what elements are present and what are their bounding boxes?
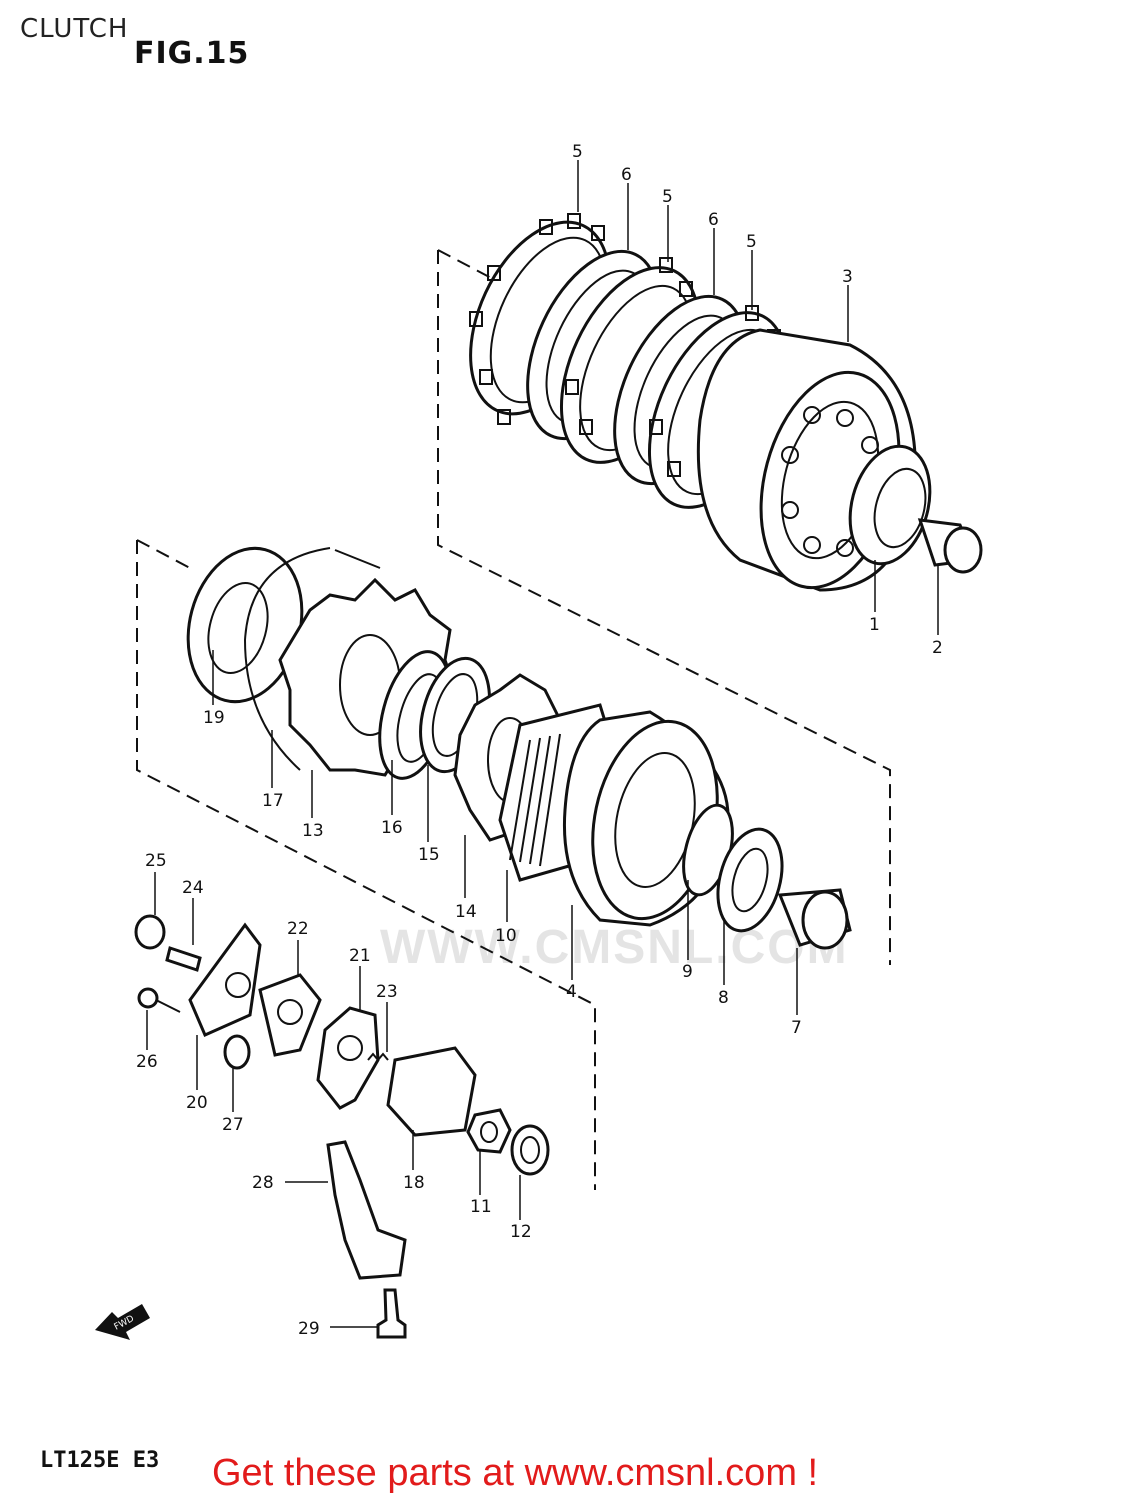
callout-14: 14 [455,902,477,922]
callout-7: 7 [791,1018,802,1038]
plate-20 [188,922,262,1037]
nut-11 [466,1108,512,1154]
callout-numbers: 5 6 5 6 5 3 1 2 19 17 13 16 15 14 10 4 9… [136,142,943,1339]
callout-21: 21 [349,946,371,966]
callout-12: 12 [510,1222,532,1242]
callout-5b: 5 [662,187,673,207]
washer-12 [510,1124,550,1176]
callout-15: 15 [418,845,440,865]
callout-8: 8 [718,988,729,1008]
leader-lines [146,160,939,1328]
bolt-29 [376,1288,407,1339]
spring-23 [367,1052,389,1062]
cta-link[interactable]: Get these parts at www.cmsnl.com ! [212,1452,819,1494]
release-arm-28 [326,1140,407,1280]
callout-26: 26 [136,1052,158,1072]
callout-4: 4 [566,982,577,1002]
callout-16: 16 [381,818,403,838]
callout-9: 9 [682,962,693,982]
callout-1: 1 [869,615,880,635]
callout-20: 20 [186,1093,208,1113]
model-code: LT125E E3 [40,1448,160,1473]
page-title: CLUTCH [20,14,129,44]
callout-23: 23 [376,982,398,1002]
release-cam-18 [386,1046,477,1137]
assembly-outline-middle [136,539,596,1190]
callout-10: 10 [495,926,517,946]
sleeve-hub-7 [777,888,852,950]
callout-17: 17 [262,791,284,811]
callout-6a: 6 [621,165,632,185]
callout-11: 11 [470,1197,492,1217]
sleeve-2 [917,518,983,574]
callout-27: 27 [222,1115,244,1135]
fwd-arrow-icon: FWD [95,1304,150,1340]
callout-18: 18 [403,1173,425,1193]
cam-plate-21 [316,1006,380,1110]
callout-25: 25 [145,851,167,871]
callout-3: 3 [842,267,853,287]
bearing-8 [716,827,784,933]
assembly-outline-upper [437,249,891,965]
callout-2: 2 [932,638,943,658]
callout-29: 29 [298,1319,320,1339]
bolt-26 [137,987,181,1013]
callout-22: 22 [287,919,309,939]
pin-24 [165,946,202,972]
callout-28: 28 [252,1173,274,1193]
callout-24: 24 [182,878,204,898]
callout-5c: 5 [746,232,757,252]
nut-25 [134,914,166,950]
figure-label: FIG.15 [134,36,250,71]
watermark-text: WWW.CMSNL.COM [380,921,849,974]
callout-6b: 6 [708,210,719,230]
callout-19: 19 [203,708,225,728]
gasket-22 [258,973,322,1057]
callout-5a: 5 [572,142,583,162]
collar-27 [223,1034,251,1070]
callout-13: 13 [302,821,324,841]
